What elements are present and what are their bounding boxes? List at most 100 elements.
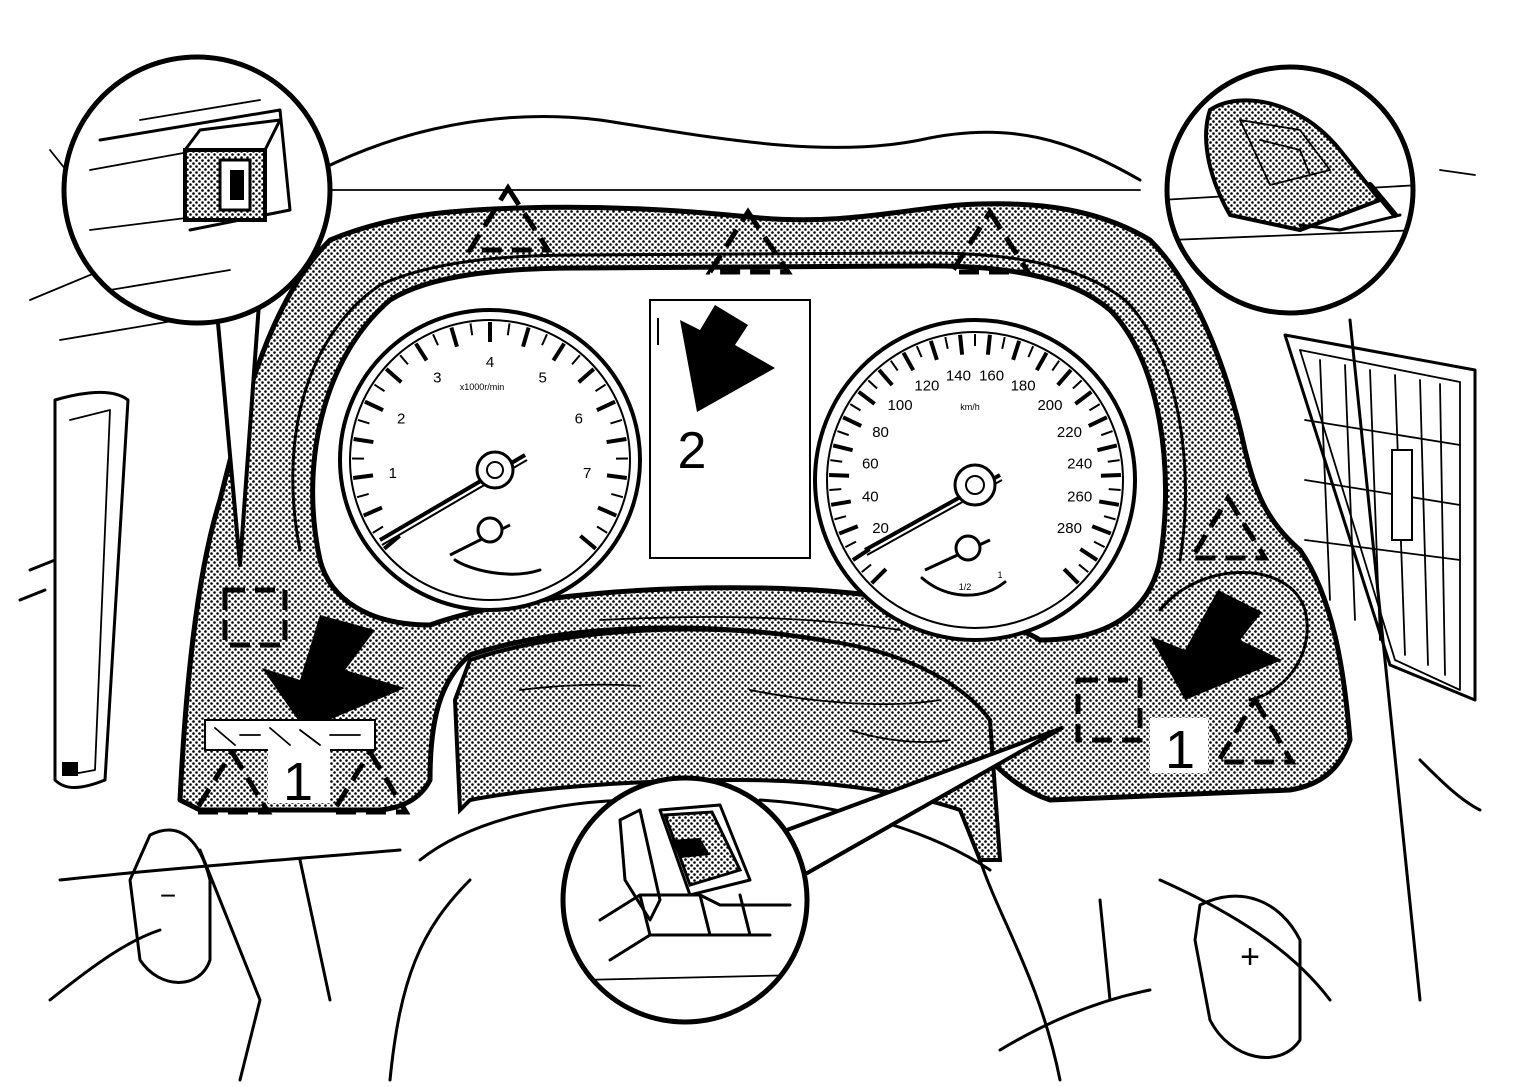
speedometer-label: 80 bbox=[872, 424, 889, 441]
tachometer-tick bbox=[373, 383, 386, 392]
tachometer-tick bbox=[372, 525, 384, 534]
detail-view-top-right bbox=[1164, 64, 1416, 316]
tachometer-tick bbox=[399, 354, 409, 366]
temperature-gauge bbox=[449, 516, 542, 576]
speedometer-tick bbox=[1091, 524, 1112, 536]
tachometer-tick bbox=[362, 505, 383, 518]
speedometer-label: 160 bbox=[979, 367, 1004, 384]
speedometer-tick bbox=[1011, 340, 1022, 361]
tachometer-tick bbox=[596, 399, 616, 412]
detail-view-top-left bbox=[61, 54, 333, 567]
speedometer-tick bbox=[1088, 403, 1101, 412]
tachometer-label: 7 bbox=[583, 465, 591, 482]
speedometer-tick bbox=[1051, 360, 1061, 372]
tachometer-label: 5 bbox=[538, 369, 546, 386]
paddle-shifter-left: − bbox=[128, 828, 212, 984]
speedometer-label: 100 bbox=[888, 397, 913, 414]
callout-number-1-left: 1 bbox=[283, 752, 313, 812]
tachometer-label: 6 bbox=[575, 411, 583, 428]
speedometer-tick bbox=[1072, 379, 1083, 390]
speedometer-tick bbox=[861, 563, 872, 573]
speedometer-label: 240 bbox=[1067, 455, 1092, 472]
speedometer-label: 60 bbox=[862, 455, 879, 472]
tachometer-tick bbox=[383, 534, 401, 551]
hidden-clip-markers bbox=[190, 183, 1297, 815]
tachometer-tick bbox=[541, 333, 548, 346]
speedometer-tick bbox=[867, 379, 878, 390]
speedometer-tick bbox=[838, 524, 859, 536]
speedometer-tick bbox=[1103, 515, 1116, 521]
tachometer-tick bbox=[610, 418, 623, 425]
tachometer-tick bbox=[577, 367, 596, 384]
speedometer-tick bbox=[832, 443, 854, 453]
speedometer-tick bbox=[889, 360, 899, 372]
speedometer-tick bbox=[834, 515, 847, 521]
tachometer-tick bbox=[606, 437, 627, 445]
speedometer-tick bbox=[1093, 540, 1106, 549]
dashboard-background: − + bbox=[18, 115, 1482, 1082]
callout-number-1-right: 1 bbox=[1165, 720, 1195, 780]
callout-number-2: 2 bbox=[678, 422, 707, 480]
speedometer-tick bbox=[958, 334, 965, 355]
arrow-left-clip-icon bbox=[262, 615, 405, 730]
arrow-right-clip-icon bbox=[1150, 590, 1282, 700]
speedometer-tick bbox=[1079, 547, 1099, 562]
speedometer-tick bbox=[901, 351, 915, 372]
tachometer-label: 3 bbox=[433, 369, 441, 386]
tachometer-tick bbox=[357, 418, 370, 425]
speedometer-tick bbox=[1035, 351, 1049, 372]
fuel-gauge-full-label: 1 bbox=[997, 570, 1002, 580]
tachometer-tick bbox=[356, 492, 369, 499]
tachometer-tick bbox=[449, 326, 459, 348]
speedometer-tick bbox=[1096, 443, 1118, 453]
speedometer-tick bbox=[1027, 345, 1035, 358]
speedometer-label: 200 bbox=[1037, 397, 1062, 414]
speedometer-label: 140 bbox=[946, 367, 971, 384]
fuel-gauge-half-label: 1/2 bbox=[959, 582, 972, 592]
speedometer-label: 20 bbox=[872, 520, 889, 537]
speedometer-label: 280 bbox=[1057, 520, 1082, 537]
speedometer-tick bbox=[849, 403, 862, 412]
speedometer-tick bbox=[842, 415, 863, 428]
speedometer-tick bbox=[1078, 563, 1089, 573]
tachometer-tick bbox=[506, 323, 511, 336]
speedometer-tick bbox=[1098, 499, 1120, 507]
speedometer-tick bbox=[1056, 368, 1073, 387]
speedometer-tick bbox=[870, 567, 888, 585]
tachometer-label: 1 bbox=[389, 465, 397, 482]
tachometer-tick bbox=[611, 492, 624, 499]
speedometer-tick bbox=[928, 340, 939, 361]
speedometer-label: 40 bbox=[862, 489, 879, 506]
detail-view-bottom-center bbox=[560, 726, 1064, 1025]
speedometer-tick bbox=[1107, 459, 1120, 463]
tachometer-tick bbox=[597, 505, 618, 518]
speedometer-tick bbox=[1108, 488, 1121, 491]
speedometer-tick bbox=[1087, 415, 1108, 428]
speedometer-label: 180 bbox=[1011, 378, 1036, 395]
speedometer-unit: km/h bbox=[960, 402, 980, 412]
center-display: 2 bbox=[649, 299, 811, 559]
fuel-gauge: 1/2 1 bbox=[920, 534, 1007, 597]
paddle-minus-sign: − bbox=[160, 880, 176, 911]
tachometer-label: 4 bbox=[486, 354, 494, 371]
tachometer-tick bbox=[606, 473, 628, 480]
air-vent-right bbox=[1283, 333, 1477, 702]
speedometer-tick bbox=[830, 459, 843, 463]
speedometer-tick bbox=[857, 390, 876, 406]
arrow-display-down-icon bbox=[680, 305, 775, 412]
speedometer-tick bbox=[1001, 336, 1006, 350]
speedometer-tick bbox=[1100, 473, 1121, 478]
door-switch-icon bbox=[62, 762, 78, 776]
tachometer-tick bbox=[596, 525, 608, 534]
right-clip-callout: 1 bbox=[1150, 571, 1309, 780]
tachometer-tick bbox=[579, 534, 597, 551]
speedometer-tick bbox=[830, 499, 852, 507]
tachometer-tick bbox=[364, 399, 384, 412]
speedometer-label: 120 bbox=[914, 378, 939, 395]
tachometer-tick bbox=[571, 354, 581, 366]
speedometer-tick bbox=[877, 368, 894, 387]
